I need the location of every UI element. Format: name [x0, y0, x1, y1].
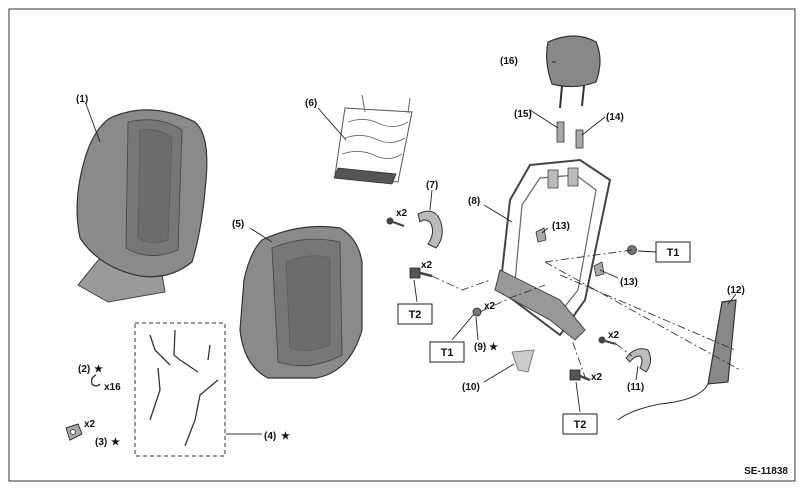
diagram-frame [8, 8, 796, 482]
alignment-lines [431, 249, 741, 381]
qty-nut-9: x2 [484, 301, 496, 312]
diagram-code: SE-11838 [744, 466, 788, 477]
label-part-9: (9) [474, 342, 486, 353]
label-part-13b: (13) [620, 277, 638, 288]
label-part-2: (2) [78, 364, 90, 375]
torque-box-t2b [562, 413, 598, 435]
label-part-5: (5) [232, 219, 244, 230]
label-star-3: ★ [111, 437, 120, 448]
label-part-6: (6) [305, 98, 317, 109]
qty-bolt-t2a: x2 [421, 260, 433, 271]
label-star-2: ★ [94, 364, 103, 375]
qty-bolt-t2b: x2 [591, 372, 603, 383]
seat-cushion-cover [239, 225, 363, 379]
label-star-9: ★ [489, 342, 498, 353]
torque-label-t1b: T1 [441, 347, 454, 359]
cover-10 [511, 349, 535, 373]
torque-label-t2b: T2 [574, 419, 587, 431]
torque-box-t1a [655, 241, 691, 263]
bracket-7 [417, 210, 443, 249]
headrest [546, 35, 601, 109]
wire-group [134, 322, 262, 457]
label-part-10: (10) [462, 382, 480, 393]
qty-part-3: x2 [84, 419, 96, 430]
bracket-13 [535, 227, 605, 277]
label-star-4: ★ [281, 431, 290, 442]
label-part-12: (12) [727, 285, 745, 296]
leader-lines [85, 61, 737, 413]
label-part-11: (11) [627, 382, 644, 393]
label-part-7: (7) [426, 180, 438, 191]
seat-back-frame [494, 158, 612, 341]
bracket-part [65, 423, 83, 441]
headrest-guides [556, 121, 584, 149]
airbag-module [617, 299, 737, 421]
clip-part [90, 374, 101, 387]
label-part-15: (15) [514, 109, 532, 120]
label-part-8: (8) [468, 196, 480, 207]
spring-mat [333, 94, 413, 185]
torque-box-t2a [397, 303, 433, 325]
label-part-14: (14) [606, 112, 624, 123]
label-part-3: (3) [95, 437, 107, 448]
bracket-11 [625, 348, 652, 373]
label-part-4: (4) [264, 431, 276, 442]
bolts [386, 217, 637, 382]
qty-part-2: x16 [104, 382, 121, 393]
torque-label-t2a: T2 [409, 309, 422, 321]
qty-bolt-11: x2 [608, 330, 620, 341]
label-part-16: (16) [500, 56, 518, 67]
label-part-13a: (13) [552, 221, 570, 232]
label-part-1: (1) [76, 94, 88, 105]
qty-bolt-7: x2 [396, 208, 408, 219]
torque-label-t1a: T1 [667, 247, 680, 259]
torque-box-t1b [429, 341, 465, 363]
seat-back-cover [76, 109, 208, 303]
